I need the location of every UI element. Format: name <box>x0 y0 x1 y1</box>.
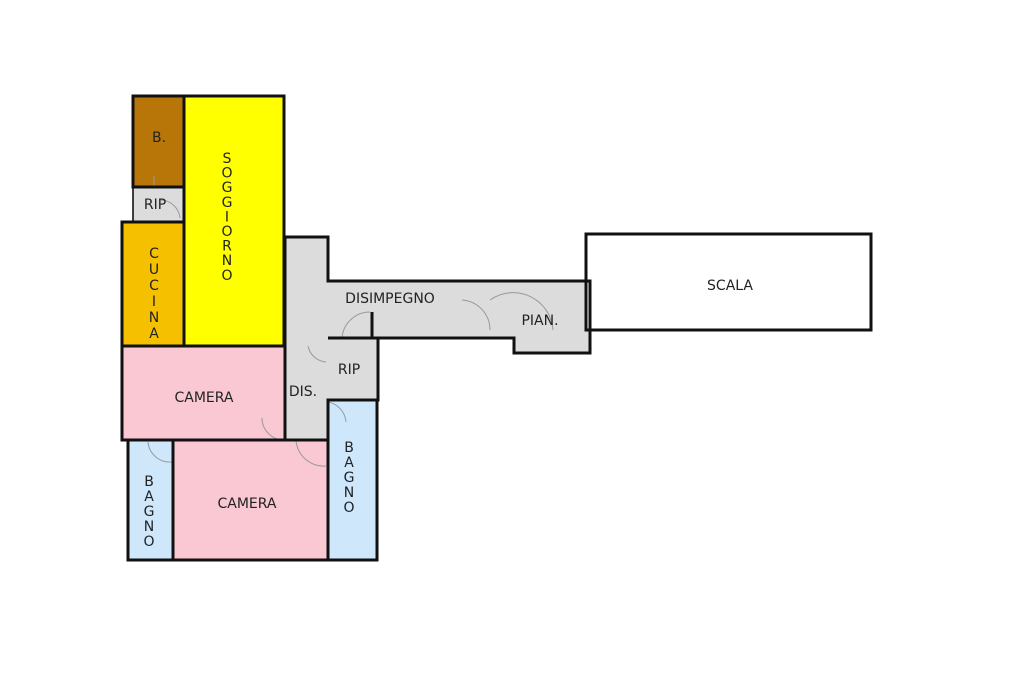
vertical-label-char: S <box>223 151 232 167</box>
wall-scala <box>584 232 873 332</box>
vertical-label-char: C <box>149 246 159 262</box>
vertical-label-char: A <box>149 326 159 342</box>
vertical-label-char: A <box>344 455 354 471</box>
vertical-label-char: O <box>221 224 232 240</box>
room-bagno-right <box>328 400 377 560</box>
wall-pianerottolo <box>490 279 592 355</box>
room-disimpegno <box>285 237 490 440</box>
label-dis: DIS. <box>289 384 317 400</box>
door-swing <box>461 299 491 331</box>
vertical-label-char: U <box>149 262 159 278</box>
vertical-label-char: N <box>149 310 159 326</box>
room-bagno-left <box>128 440 173 560</box>
room-cucina <box>122 222 184 346</box>
label-bagno-small: B. <box>152 130 166 146</box>
room-camera-2 <box>173 440 328 560</box>
room-scala <box>586 234 871 330</box>
room-pianerottolo <box>490 281 590 353</box>
vertical-label-char: G <box>222 195 233 211</box>
wall-camera-2 <box>171 438 330 562</box>
door-swing <box>159 199 181 219</box>
vertical-label-char: G <box>344 470 355 486</box>
door-swing <box>147 441 173 463</box>
label-scala: SCALA <box>707 278 753 294</box>
door-swing <box>307 345 327 363</box>
vertical-label-char: A <box>144 489 154 505</box>
vertical-label-char: N <box>344 485 354 501</box>
label-camera-2: CAMERA <box>217 496 276 512</box>
vertical-label-char: O <box>221 268 232 284</box>
room-camera-1 <box>122 346 285 440</box>
label-rip-mid: RIP <box>338 362 360 378</box>
vertical-label-char: N <box>222 253 232 269</box>
wall-disimpegno <box>283 235 490 346</box>
door-swing <box>295 439 327 467</box>
label-camera-1: CAMERA <box>174 390 233 406</box>
vertical-label-char: C <box>149 278 159 294</box>
vertical-label-char: N <box>144 519 154 535</box>
label-disimpegno: DISIMPEGNO <box>345 291 435 307</box>
room-soggiorno <box>184 96 284 346</box>
vertical-label-char: B <box>144 474 154 490</box>
vertical-label-char: O <box>221 166 232 182</box>
vertical-label-char: O <box>343 500 354 516</box>
vertical-label-char: G <box>144 504 155 520</box>
room-rip-top <box>133 187 184 222</box>
vertical-label-char: I <box>225 209 229 225</box>
door-swing <box>341 311 371 339</box>
room-bagno-small <box>133 96 184 187</box>
vertical-label-char: I <box>152 294 156 310</box>
vertical-label-char: R <box>222 239 232 255</box>
label-pianerottolo: PIAN. <box>521 313 558 329</box>
vertical-label-char: O <box>143 534 154 550</box>
door-swing <box>489 292 554 331</box>
label-rip-top: RIP <box>144 197 166 213</box>
vertical-label-char: G <box>222 180 233 196</box>
vertical-label-char: B <box>344 440 354 456</box>
door-swing <box>327 401 347 423</box>
